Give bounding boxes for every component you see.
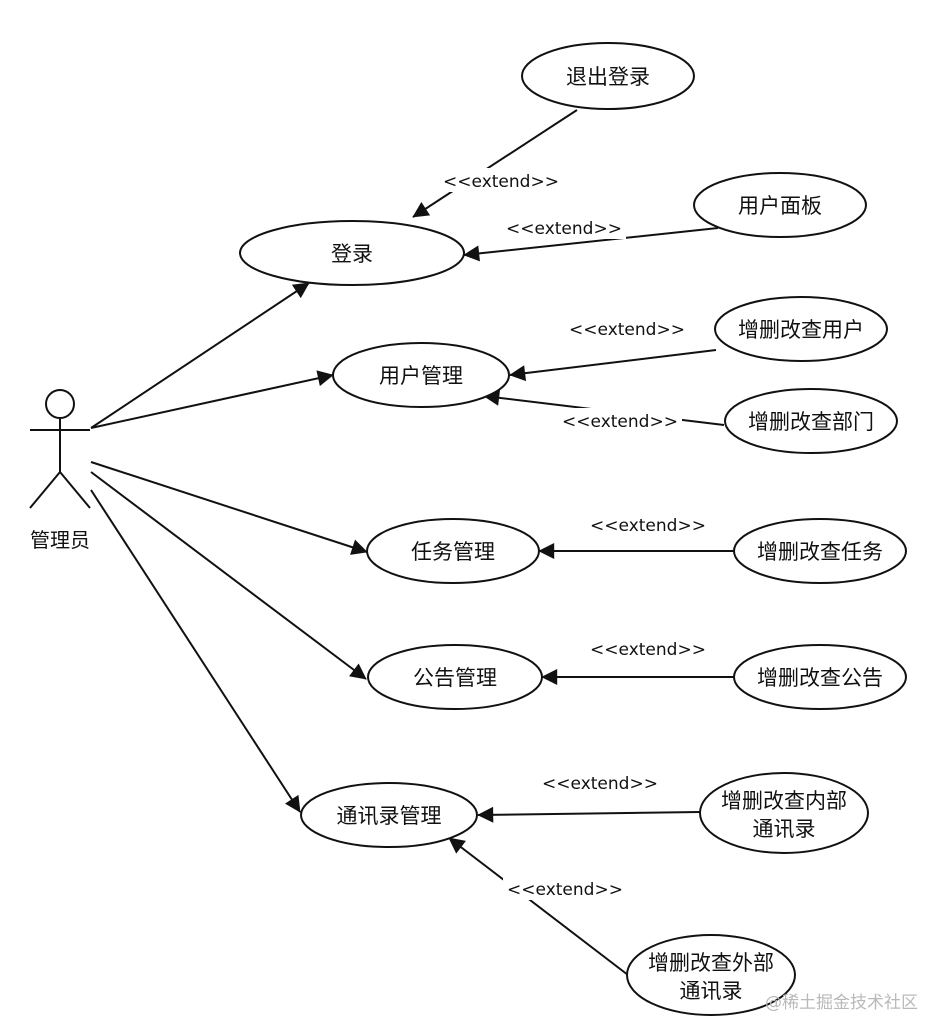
association-task-mgmt xyxy=(90,461,368,555)
extend-crud-internal-contacts xyxy=(477,806,701,823)
svg-text:<<extend>>: <<extend>> xyxy=(590,516,706,536)
extend-label-crud-user: <<extend>> xyxy=(565,316,689,340)
usecase-crud-notice-label: 增删改查公告 xyxy=(757,666,883,690)
usecase-logout xyxy=(521,42,695,110)
extend-label-logout: <<extend>> xyxy=(440,168,562,192)
actor-right-leg xyxy=(59,471,91,509)
svg-text:<<extend>>: <<extend>> xyxy=(507,880,623,900)
association-user-mgmt xyxy=(90,370,334,429)
usecase-crud-external-contacts-label-line1: 增删改查外部 xyxy=(648,951,774,975)
usecase-contacts-mgmt-label: 通讯录管理 xyxy=(337,804,442,828)
usecase-task-mgmt-label: 任务管理 xyxy=(411,540,495,564)
usecase-logout-label: 退出登录 xyxy=(566,65,650,89)
watermark-text: @稀土掘金技术社区 xyxy=(765,993,918,1013)
usecase-crud-user xyxy=(714,296,888,362)
usecase-notice-mgmt xyxy=(367,644,543,710)
actor-left-leg xyxy=(29,471,61,509)
usecase-crud-internal-contacts xyxy=(699,772,869,854)
usecase-crud-internal-contacts-label-line1: 增删改查内部 xyxy=(721,789,847,813)
usecase-user-mgmt-label: 用户管理 xyxy=(379,364,463,388)
usecase-contacts-mgmt xyxy=(300,782,478,848)
usecase-crud-task xyxy=(733,518,907,584)
svg-text:<<extend>>: <<extend>> xyxy=(569,320,685,340)
usecase-crud-notice xyxy=(733,644,907,710)
association-notice-mgmt xyxy=(90,471,367,680)
usecase-crud-internal-contacts-label-line2: 通讯录 xyxy=(753,817,816,841)
svg-text:<<extend>>: <<extend>> xyxy=(443,172,559,192)
usecase-user-panel-label: 用户面板 xyxy=(738,194,822,218)
usecase-crud-dept-label: 增删改查部门 xyxy=(748,410,874,434)
extend-label-crud-dept: <<extend>> xyxy=(558,408,682,432)
association-contacts-mgmt xyxy=(90,489,301,813)
extend-label-crud-task: <<extend>> xyxy=(586,512,710,536)
usecase-user-mgmt xyxy=(332,342,510,408)
svg-text:<<extend>>: <<extend>> xyxy=(590,640,706,660)
extend-user-panel xyxy=(463,227,719,262)
actor-admin xyxy=(29,389,91,509)
usecase-notice-mgmt-label: 公告管理 xyxy=(413,666,497,690)
extend-crud-user xyxy=(509,349,717,382)
extend-crud-external-contacts xyxy=(448,837,629,976)
svg-text:<<extend>>: <<extend>> xyxy=(562,412,678,432)
usecase-crud-dept xyxy=(724,388,898,454)
usecase-user-panel xyxy=(693,172,867,238)
usecase-task-mgmt xyxy=(366,518,540,584)
extend-label-crud-internal-contacts: <<extend>> xyxy=(538,770,662,794)
extend-logout xyxy=(412,109,578,218)
extend-label-crud-notice: <<extend>> xyxy=(586,636,710,660)
extend-label-crud-external-contacts: <<extend>> xyxy=(503,876,627,900)
svg-text:<<extend>>: <<extend>> xyxy=(542,774,658,794)
extend-label-user-panel: <<extend>> xyxy=(502,215,626,239)
actor-head xyxy=(45,389,75,419)
usecase-crud-task-label: 增删改查任务 xyxy=(757,540,883,564)
svg-text:<<extend>>: <<extend>> xyxy=(506,219,622,239)
usecase-crud-user-label: 增删改查用户 xyxy=(738,318,864,342)
usecase-login-label: 登录 xyxy=(331,242,373,266)
actor-label: 管理员 xyxy=(30,528,90,552)
usecase-crud-external-contacts-label-line2: 通讯录 xyxy=(680,979,743,1003)
usecase-crud-external-contacts xyxy=(626,934,796,1016)
usecase-login xyxy=(239,220,465,286)
association-login xyxy=(90,282,310,429)
